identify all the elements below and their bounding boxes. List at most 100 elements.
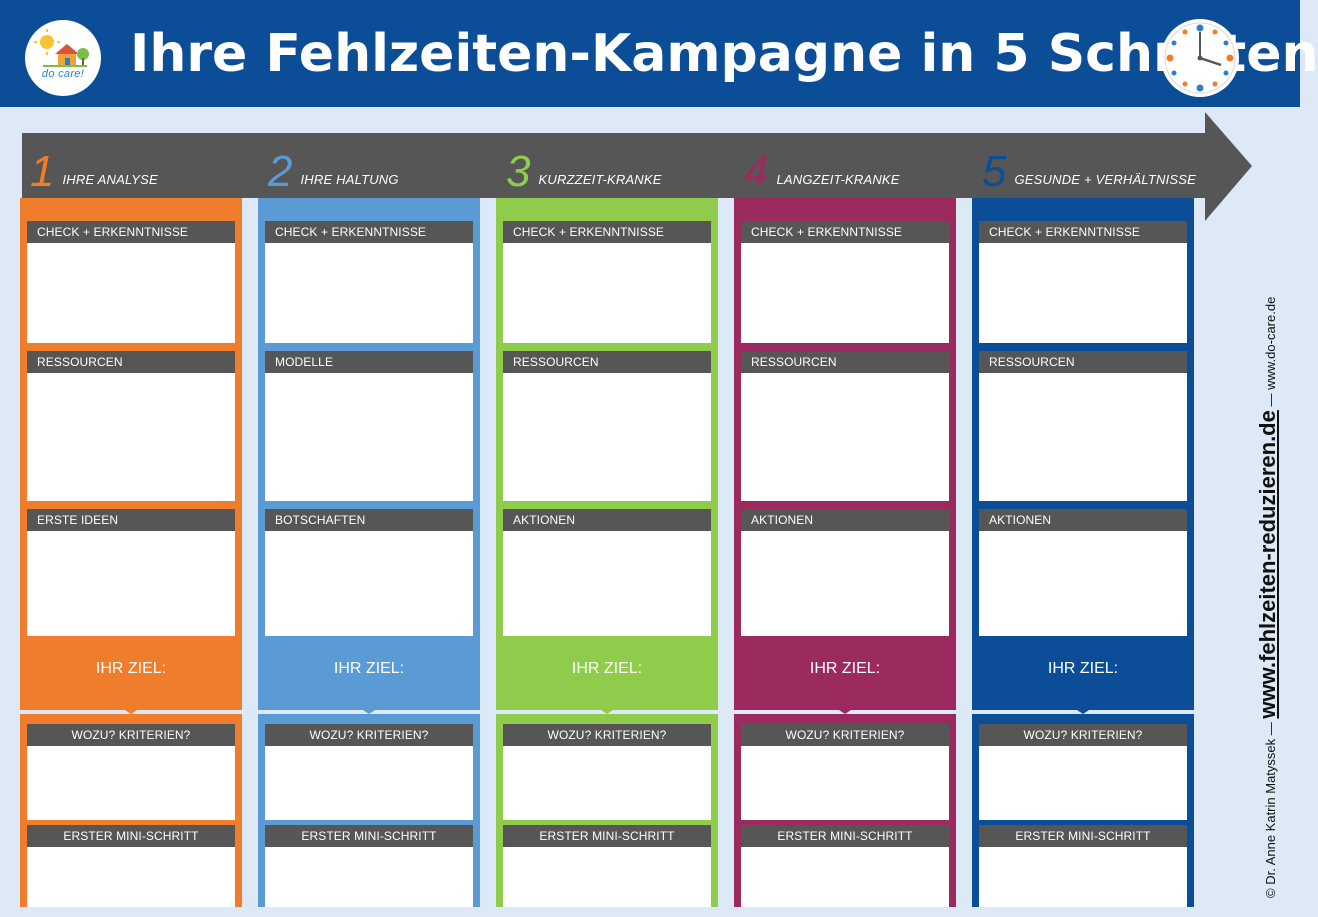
step-3-column: CHECK + ERKENNTNISSE RESSOURCEN AKTIONEN (496, 198, 718, 710)
clock-hour-mark (1171, 70, 1177, 76)
clock-hour-mark (1196, 24, 1204, 32)
clock-icon (1161, 19, 1239, 97)
section-input-area[interactable] (741, 531, 949, 643)
goal-input-area[interactable] (27, 746, 235, 820)
goal-section-header: WOZU? KRITERIEN? (741, 724, 949, 746)
section-header: MODELLE (265, 351, 473, 373)
step-name: GESUNDE + VERHÄLTNISSE (1014, 172, 1196, 187)
clock-hour-mark (1212, 81, 1218, 87)
goal-section-header: WOZU? KRITERIEN? (265, 724, 473, 746)
section-header: CHECK + ERKENNTNISSE (741, 221, 949, 243)
step-1-goal-box: WOZU? KRITERIEN? ERSTER MINI-SCHRITT (20, 714, 242, 907)
step-1-column: CHECK + ERKENNTNISSE RESSOURCEN ERSTE IDEE… (20, 198, 242, 710)
goal-section-header: ERSTER MINI-SCHRITT (979, 825, 1187, 847)
section-input-area[interactable] (265, 373, 473, 501)
section-input-area[interactable] (741, 373, 949, 501)
goal-input-area[interactable] (265, 847, 473, 907)
goal-section-header: ERSTER MINI-SCHRITT (503, 825, 711, 847)
goal-chevron-shape (496, 636, 718, 714)
step-number: 5 (982, 147, 1007, 196)
goal-input-area[interactable] (27, 847, 235, 907)
section-input-area[interactable] (265, 531, 473, 643)
clock-hour-mark (1166, 54, 1174, 62)
section-header: CHECK + ERKENNTNISSE (265, 221, 473, 243)
goal-chevron (734, 636, 956, 714)
section-header: ERSTE IDEEN (27, 509, 235, 531)
goal-chevron-shape (20, 636, 242, 714)
step-number: 4 (744, 147, 769, 196)
goal-chevron (496, 636, 718, 714)
goal-section-header: WOZU? KRITERIEN? (979, 724, 1187, 746)
section-input-area[interactable] (979, 243, 1187, 343)
goal-input-area[interactable] (741, 746, 949, 820)
goal-label: IHR ZIEL: (95, 660, 167, 677)
clock-hour-mark (1226, 54, 1234, 62)
section-header: AKTIONEN (741, 509, 949, 531)
step-name: IHRE HALTUNG (300, 172, 399, 187)
section-input-area[interactable] (503, 373, 711, 501)
goal-section-header: WOZU? KRITERIEN? (27, 724, 235, 746)
section-input-area[interactable] (979, 373, 1187, 501)
goal-input-area[interactable] (979, 847, 1187, 907)
section-header: RESSOURCEN (503, 351, 711, 373)
column-body: CHECK + ERKENNTNISSE RESSOURCEN AKTIONEN (503, 205, 711, 710)
section-input-area[interactable] (979, 531, 1187, 643)
goal-section-header: ERSTER MINI-SCHRITT (265, 825, 473, 847)
goal-chevron (258, 636, 480, 714)
step-3-goal-box: WOZU? KRITERIEN? ERSTER MINI-SCHRITT (496, 714, 718, 907)
clock-hour-mark (1212, 29, 1218, 35)
section-input-area[interactable] (741, 243, 949, 343)
goal-chevron (20, 636, 242, 714)
goal-section-header: WOZU? KRITERIEN? (503, 724, 711, 746)
goal-section-header: ERSTER MINI-SCHRITT (741, 825, 949, 847)
section-header: RESSOURCEN (27, 351, 235, 373)
section-header: AKTIONEN (979, 509, 1187, 531)
clock-hour-mark (1223, 70, 1229, 76)
goal-input-area[interactable] (503, 847, 711, 907)
logo-text: do care! (41, 68, 85, 80)
goal-chevron (972, 636, 1194, 714)
clock-hour-mark (1182, 29, 1188, 35)
do-care-logo: do care! (25, 20, 101, 96)
clock-hour-mark (1196, 84, 1204, 92)
section-header: CHECK + ERKENNTNISSE (503, 221, 711, 243)
section-input-area[interactable] (27, 531, 235, 643)
step-5-goal-box: WOZU? KRITERIEN? ERSTER MINI-SCHRITT (972, 714, 1194, 907)
section-input-area[interactable] (503, 243, 711, 343)
step-4-goal-box: WOZU? KRITERIEN? ERSTER MINI-SCHRITT (734, 714, 956, 907)
section-header: RESSOURCEN (979, 351, 1187, 373)
main-url-link[interactable]: www.fehlzeiten-reduzieren.de (1255, 410, 1280, 719)
clock-hour-mark (1182, 81, 1188, 87)
goal-input-area[interactable] (741, 847, 949, 907)
section-input-area[interactable] (265, 243, 473, 343)
goal-section-header: ERSTER MINI-SCHRITT (27, 825, 235, 847)
sidebar-credits: © Dr. Anne Katrin Matyssek — www.fehlzei… (1255, 228, 1281, 898)
step-name: KURZZEIT-KRANKE (538, 172, 662, 187)
goal-chevron-shape (258, 636, 480, 714)
section-header: CHECK + ERKENNTNISSE (27, 221, 235, 243)
step-number: 3 (506, 147, 531, 196)
goal-input-area[interactable] (979, 746, 1187, 820)
section-input-area[interactable] (27, 373, 235, 501)
goal-input-area[interactable] (503, 746, 711, 820)
section-input-area[interactable] (27, 243, 235, 343)
goal-input-area[interactable] (265, 746, 473, 820)
goal-chevron-shape (734, 636, 956, 714)
column-body: CHECK + ERKENNTNISSE RESSOURCEN ERSTE IDEE… (27, 205, 235, 710)
clock-hour-mark (1223, 40, 1229, 46)
section-header: AKTIONEN (503, 509, 711, 531)
section-input-area[interactable] (503, 531, 711, 643)
clock-hour-mark (1171, 40, 1177, 46)
secondary-url-link[interactable]: www.do-care.de (1263, 296, 1278, 390)
goal-label: IHR ZIEL: (333, 660, 405, 677)
